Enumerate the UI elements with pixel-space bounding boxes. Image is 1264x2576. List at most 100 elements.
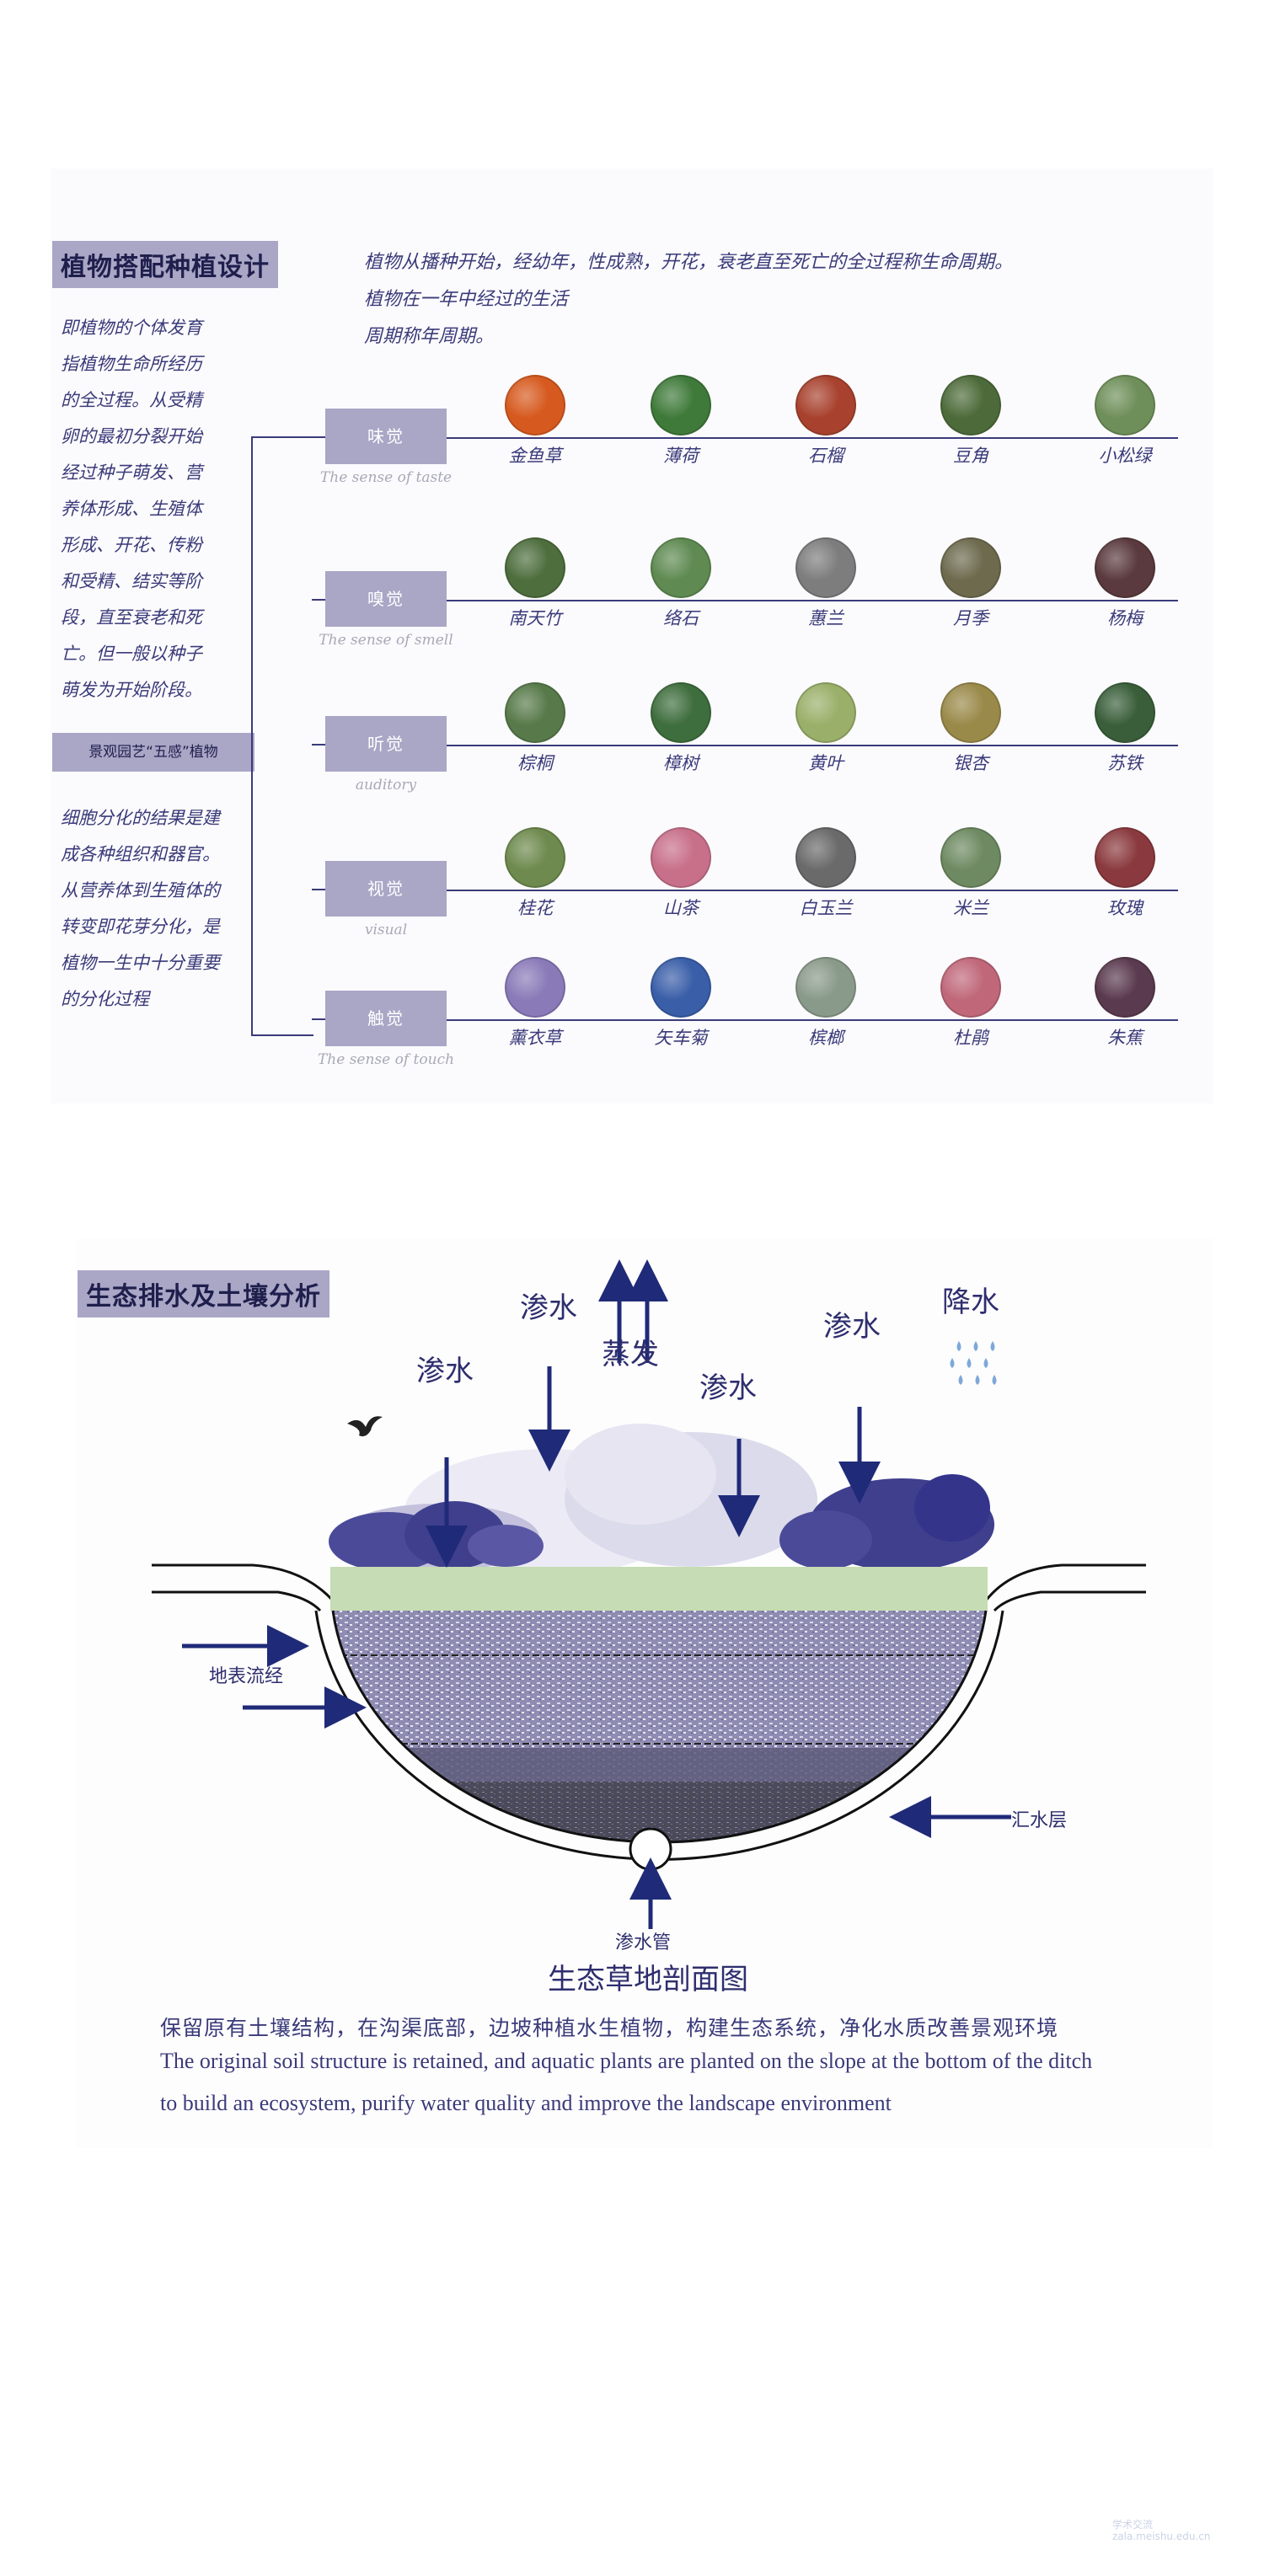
sense-label-en: visual	[364, 922, 408, 938]
plant-name: 黄叶	[808, 753, 844, 773]
plant-photo	[505, 537, 565, 598]
plant-photo	[651, 957, 711, 1018]
plant-item: 苏铁	[1058, 682, 1192, 775]
sense-label: 味觉	[325, 409, 447, 464]
ground-line-left-bottom	[152, 1590, 322, 1612]
flow-arrows	[182, 1259, 1011, 1929]
plant-name: 樟树	[663, 753, 699, 773]
section2-title: 生态排水及土壤分析	[78, 1270, 329, 1317]
plant-name: 朱蕉	[1107, 1028, 1143, 1048]
plant-item: 槟榔	[758, 957, 893, 1050]
plant-name: 杜鹃	[953, 1028, 988, 1048]
plant-photo	[1095, 375, 1155, 436]
plant-item: 金鱼草	[468, 375, 603, 468]
caption-en-line: The original soil structure is retained,…	[160, 2049, 1093, 2073]
plant-photo	[1095, 827, 1155, 888]
plant-item: 山茶	[613, 827, 748, 920]
sense-label: 视觉	[325, 861, 447, 917]
watermark-line: 学术交流	[1112, 2519, 1154, 2531]
sense-label: 听觉	[325, 716, 447, 772]
diagram-title: 生态草地剖面图	[548, 1963, 748, 1996]
ground-line-right-bottom	[993, 1590, 1146, 1612]
seep-label: 渗水	[823, 1310, 881, 1344]
plant-photo	[505, 375, 565, 436]
rain-drops-icon	[950, 1341, 997, 1385]
side-line: 亡。但一般以种子	[61, 644, 202, 664]
plant-name: 苏铁	[1107, 753, 1143, 773]
seep-label: 渗水	[699, 1371, 757, 1405]
plant-photo	[651, 827, 711, 888]
plant-photo	[795, 827, 856, 888]
plant-name: 豆角	[953, 446, 988, 466]
plant-name: 蕙兰	[808, 608, 844, 628]
bracket-connector	[312, 436, 325, 438]
plant-photo	[940, 827, 1001, 888]
plant-item: 朱蕉	[1058, 957, 1192, 1050]
intro-text: 植物从播种开始，经幼年，性成熟，开花，衰老直至死亡的全过程称生命周期。 植物在一…	[364, 244, 1013, 355]
row-line	[447, 437, 1178, 439]
plant-name: 银杏	[953, 753, 988, 773]
seep-pipe-label: 渗水管	[615, 1932, 672, 1953]
caption-cn: 保留原有土壤结构，在沟渠底部，边坡种植水生植物，构建生态系统，净化水质改善景观环…	[160, 2016, 1059, 2040]
plant-name: 杨梅	[1107, 608, 1143, 628]
plant-photo	[505, 682, 565, 743]
plant-photo	[505, 827, 565, 888]
side-line: 从营养体到生殖体的	[61, 880, 220, 901]
side-line: 植物一生中十分重要	[61, 953, 220, 973]
plant-name: 石榴	[808, 446, 844, 466]
side-text-bottom: 细胞分化的结果是建 成各种组织和器官。 从营养体到生殖体的 转变即花芽分化，是 …	[61, 800, 263, 1018]
row-line	[447, 600, 1178, 601]
plant-photo	[651, 537, 711, 598]
side-line: 转变即花芽分化，是	[61, 917, 220, 937]
plant-name: 薄荷	[663, 446, 699, 466]
plant-name: 白玉兰	[799, 898, 853, 918]
plant-name: 小松绿	[1098, 446, 1152, 466]
plant-name: 米兰	[953, 898, 988, 918]
plant-item: 桂花	[468, 827, 603, 920]
plant-item: 银杏	[903, 682, 1038, 775]
side-line: 的全过程。从受精	[61, 390, 202, 410]
plant-name: 南天竹	[508, 608, 562, 628]
bracket-connector	[312, 599, 325, 601]
side-line: 即植物的个体发育	[61, 318, 202, 338]
plant-item: 石榴	[758, 375, 893, 468]
catchment-label: 汇水层	[1011, 1810, 1068, 1831]
grass-layer	[330, 1567, 988, 1611]
plant-item: 南天竹	[468, 537, 603, 630]
plant-item: 杜鹃	[903, 957, 1038, 1050]
row-line	[447, 745, 1178, 746]
side-line: 形成、开花、传粉	[61, 535, 202, 555]
side-line: 成各种组织和器官。	[61, 844, 220, 864]
plant-photo	[940, 682, 1001, 743]
seep-label: 渗水	[416, 1355, 474, 1388]
plant-item: 黄叶	[758, 682, 893, 775]
side-line: 和受精、结实等阶	[61, 571, 202, 591]
ground-line-left-top	[152, 1563, 335, 1602]
plant-photo	[1095, 682, 1155, 743]
plant-item: 薰衣草	[468, 957, 603, 1050]
plant-photo	[1095, 957, 1155, 1018]
side-line: 指植物生命所经历	[61, 354, 202, 374]
soil-section-diagram	[152, 1259, 1146, 1929]
plant-design-panel	[51, 168, 1213, 1104]
intro-line: 植物在一年中经过的生活	[364, 289, 569, 310]
seep-pipe-icon	[629, 1827, 672, 1871]
plant-photo	[651, 375, 711, 436]
row-line	[447, 1019, 1178, 1021]
sense-label: 嗅觉	[325, 571, 447, 627]
section1-title: 植物搭配种植设计	[52, 241, 278, 288]
plant-name: 玫瑰	[1107, 898, 1143, 918]
plant-name: 槟榔	[808, 1028, 844, 1048]
plant-photo	[505, 957, 565, 1018]
plant-photo	[940, 537, 1001, 598]
plant-item: 樟树	[613, 682, 748, 775]
plant-item: 豆角	[903, 375, 1038, 468]
plant-item: 蕙兰	[758, 537, 893, 630]
plant-photo	[795, 375, 856, 436]
bracket-connector	[312, 1018, 325, 1020]
side-line: 经过种子萌发、营	[61, 462, 202, 483]
watermark: 学术交流 zala.meishu.edu.cn	[1112, 2519, 1210, 2542]
sense-bracket	[251, 436, 313, 1036]
plant-name: 桂花	[517, 898, 553, 918]
plant-name: 月季	[953, 608, 988, 628]
